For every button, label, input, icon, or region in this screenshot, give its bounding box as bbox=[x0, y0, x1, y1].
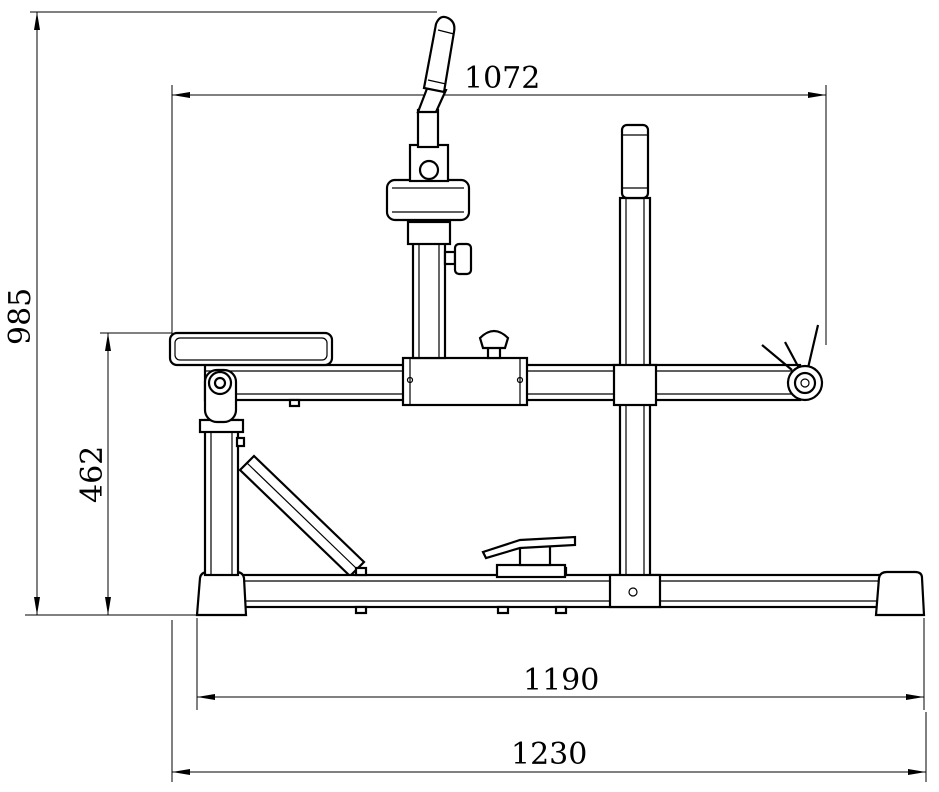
adjustment-knob bbox=[478, 329, 510, 360]
right-pivot bbox=[761, 324, 824, 402]
machine bbox=[168, 15, 926, 617]
foot-pedal bbox=[481, 535, 577, 579]
dimension-label-1072: 1072 bbox=[464, 61, 540, 96]
dimension-label-1230: 1230 bbox=[511, 737, 587, 772]
diagonal-strut bbox=[238, 454, 366, 578]
middle-post bbox=[608, 123, 662, 609]
left-column bbox=[385, 108, 473, 360]
front-leg bbox=[203, 418, 240, 577]
dimension-label-1190: 1190 bbox=[523, 663, 599, 698]
seat-pad bbox=[168, 331, 334, 367]
post-handle bbox=[620, 123, 650, 200]
base-beam bbox=[236, 573, 882, 609]
left-foot bbox=[195, 570, 248, 617]
dimension-1072: 1072 bbox=[171, 61, 827, 360]
hinge bbox=[203, 368, 238, 424]
dimension-label-462: 462 bbox=[75, 446, 110, 503]
side-knob bbox=[443, 242, 473, 276]
upper-handle bbox=[416, 15, 456, 114]
right-foot bbox=[874, 570, 926, 617]
dimension-985: 985 bbox=[3, 11, 437, 616]
dimension-1230: 1230 bbox=[171, 620, 927, 782]
clamp-bracket bbox=[401, 356, 529, 407]
dimension-1190: 1190 bbox=[196, 618, 925, 710]
round-pad bbox=[385, 178, 471, 222]
dimension-label-985: 985 bbox=[3, 288, 38, 345]
dimension-462: 462 bbox=[75, 332, 172, 615]
